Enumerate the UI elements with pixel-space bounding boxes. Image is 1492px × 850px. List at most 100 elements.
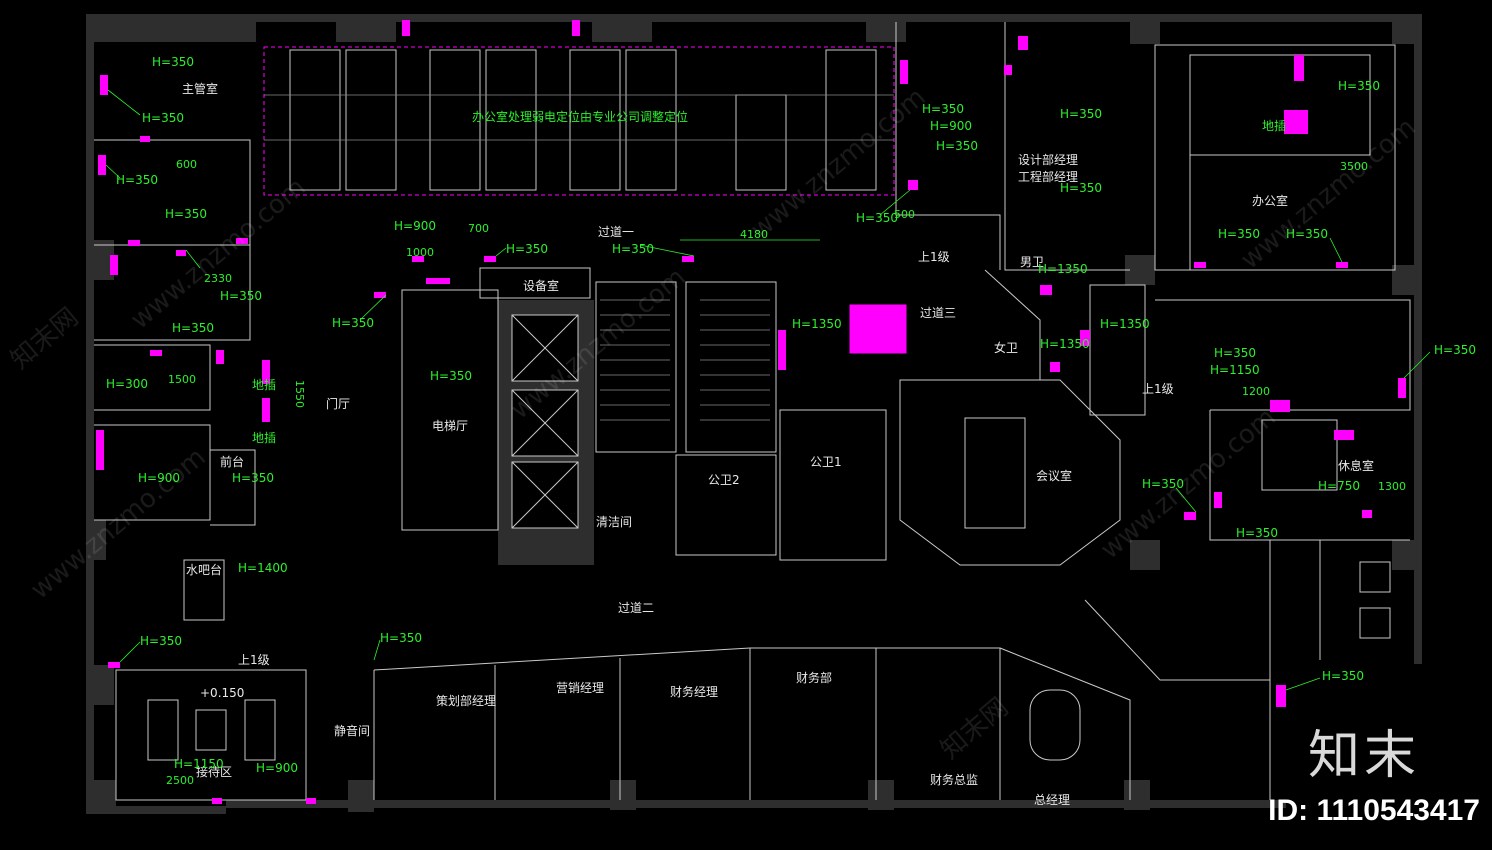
room-labels: 办公室处理弱电定位由专业公司调整定位 设备室 电梯厅 门厅 过道一 过道二 过道…	[182, 81, 1374, 807]
dim-text: 1300	[1378, 480, 1406, 493]
h-annot: H=350	[1286, 227, 1328, 241]
workstation-block	[263, 46, 895, 196]
general-manager-label: 总经理	[1034, 793, 1070, 807]
h-annot: H=350	[220, 289, 262, 303]
dim-text: 4180	[740, 228, 768, 241]
h-annot: H=350	[1322, 669, 1364, 683]
h-annot: H=300	[106, 377, 148, 391]
reception-label: 接待区	[196, 764, 232, 779]
ground-socket-label: 地插	[252, 378, 276, 392]
height-annotations: H=350 H=350 H=350 H=350 H=350 H=350 H=30…	[106, 55, 1476, 775]
h-annot: H=350	[140, 634, 182, 648]
watermark-brand: 知末网	[935, 692, 1014, 765]
dim-text: 2500	[166, 774, 194, 787]
image-id: ID: 1110543417	[1268, 794, 1480, 827]
dim-text: 1500	[168, 373, 196, 386]
h-annot: H=350	[936, 139, 978, 153]
restroom-1-label: 公卫1	[810, 455, 842, 469]
h-annot: H=350	[1060, 181, 1102, 195]
partitions	[94, 22, 1411, 801]
watermark-site: www.znzmo.com	[1095, 402, 1281, 565]
socket-markers	[96, 20, 1406, 804]
h-annot: H=350	[506, 242, 548, 256]
h-annot: H=350	[856, 211, 898, 225]
h-annot: H=1350	[792, 317, 842, 331]
dim-text: 1000	[406, 246, 434, 259]
dim-text: 2330	[204, 272, 232, 285]
dim-text: 1550	[293, 380, 306, 408]
h-annot: H=900	[930, 119, 972, 133]
meeting-room-label: 会议室	[1036, 468, 1072, 483]
h-annot: H=350	[232, 471, 274, 485]
h-annot: H=350	[1142, 477, 1184, 491]
h-annot: H=350	[142, 111, 184, 125]
finance-director-label: 财务总监	[930, 772, 978, 787]
h-annot: H=1350	[1100, 317, 1150, 331]
brand-logo: 知末	[1307, 726, 1420, 786]
up-step-label-1: 上1级	[238, 653, 270, 667]
watermark-site: www.znzmo.com	[125, 172, 311, 335]
office-label: 办公室	[1252, 193, 1288, 208]
h-annot: H=350	[430, 369, 472, 383]
marketing-manager-label: 策划部经理	[436, 693, 496, 708]
dim-text: 3500	[1340, 160, 1368, 173]
finance-manager-label: 财务经理	[670, 684, 718, 699]
h-annot: H=900	[394, 219, 436, 233]
dim-text: 1200	[1242, 385, 1270, 398]
h-annot: H=350	[1236, 526, 1278, 540]
ground-socket-label: 地插	[252, 431, 276, 445]
corridor-2-label: 过道二	[618, 601, 654, 615]
building-core	[401, 267, 887, 565]
restroom-2-label: 公卫2	[708, 473, 740, 487]
water-bar-label: 水吧台	[186, 562, 222, 577]
front-desk-label: 前台	[220, 454, 244, 469]
mens-room-label: 男卫	[1020, 255, 1044, 269]
exterior-walls	[86, 14, 1422, 814]
elevator-hall-label: 电梯厅	[432, 419, 468, 433]
h-annot: H=350	[116, 173, 158, 187]
h-annot: H=350	[332, 316, 374, 330]
h-annot: H=1400	[238, 561, 288, 575]
equipment-room-label: 设备室	[523, 278, 559, 293]
manager-office-label: 主管室	[182, 81, 218, 96]
corridor-3-label: 过道三	[920, 306, 956, 320]
lobby-label: 门厅	[326, 396, 350, 411]
engineering-manager-label: 工程部经理	[1018, 169, 1078, 184]
h-annot: H=350	[165, 207, 207, 221]
leader-lines	[105, 89, 1431, 691]
h-annot: H=1350	[1038, 262, 1088, 276]
dim-text: 600	[176, 158, 197, 171]
h-annot: H=350	[152, 55, 194, 69]
h-annot: H=1350	[1040, 337, 1090, 351]
office-area-note: 办公室处理弱电定位由专业公司调整定位	[472, 109, 688, 124]
h-annot: H=350	[1434, 343, 1476, 357]
h-annot: H=350	[172, 321, 214, 335]
h-annot: H=1150	[174, 757, 224, 771]
quiet-room-label: 静音间	[334, 723, 370, 738]
h-annot: H=350	[922, 102, 964, 116]
dimension-labels: 4180 1000 2330 1500 2500 3500 600 500 70…	[166, 158, 1406, 787]
design-manager-label: 设计部经理	[1018, 152, 1078, 167]
h-annot: H=350	[1218, 227, 1260, 241]
h-annot: H=350	[1338, 79, 1380, 93]
h-annot: H=350	[1060, 107, 1102, 121]
ground-socket-label: 地插	[1262, 119, 1286, 133]
up-step-label-2: 上1级	[918, 250, 950, 264]
sales-manager-label: 营销经理	[556, 681, 604, 695]
womens-room-label: 女卫	[994, 340, 1018, 355]
h-annot: H=750	[1318, 479, 1360, 493]
cleaning-room-label: 清洁间	[596, 515, 632, 529]
corridor-1-label: 过道一	[598, 225, 634, 239]
h-annot: H=350	[380, 631, 422, 645]
finance-dept-label: 财务部	[796, 670, 832, 685]
h-annot: H=900	[256, 761, 298, 775]
h-annot: H=1150	[1210, 363, 1260, 377]
watermarks: www.znzmo.com www.znzmo.com www.znzmo.co…	[5, 82, 1421, 765]
dim-text: 500	[894, 208, 915, 221]
watermark-brand: 知末网	[5, 302, 84, 375]
dim-text: 700	[468, 222, 489, 235]
lounge-label: 休息室	[1338, 458, 1374, 473]
up-step-label-3: 上1级	[1142, 382, 1174, 396]
h-annot: H=350	[1214, 346, 1256, 360]
